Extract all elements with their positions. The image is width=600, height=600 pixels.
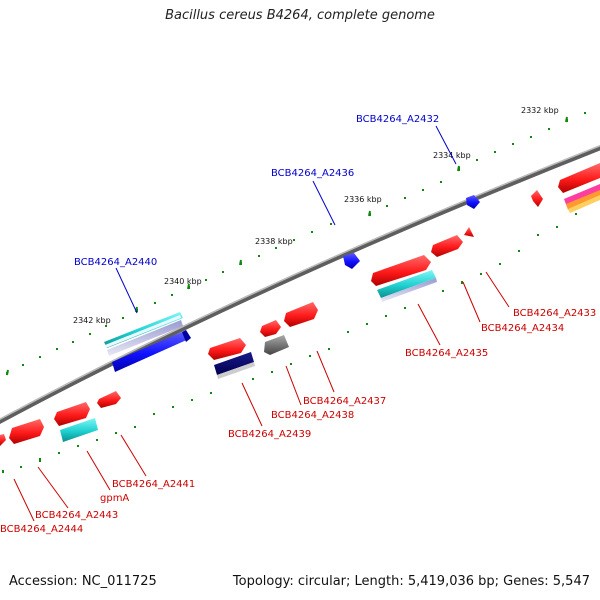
gene-feature-gpma[interactable] bbox=[54, 402, 90, 426]
tick-label: 2336 kbp bbox=[344, 195, 382, 204]
gene-label-reverse[interactable]: gpmA bbox=[100, 493, 129, 504]
gene-label-reverse[interactable]: BCB4264_A2438 bbox=[271, 410, 354, 421]
gene-feature-a2443[interactable] bbox=[9, 419, 44, 444]
gene-feature-a2441[interactable] bbox=[97, 391, 121, 408]
gene-feature-a2439[interactable] bbox=[208, 338, 246, 360]
tick-label: 2332 kbp bbox=[521, 106, 559, 115]
tick-labels: 2332 kbp 2334 kbp 2336 kbp 2338 kbp 2340… bbox=[73, 106, 559, 325]
gene-label-reverse[interactable]: BCB4264_A2441 bbox=[112, 479, 195, 490]
tick-ring-inner bbox=[2, 213, 577, 473]
leader-lines bbox=[13, 125, 510, 522]
gene-label-forward[interactable]: BCB4264_A2436 bbox=[271, 168, 354, 179]
tick-label: 2342 kbp bbox=[73, 316, 111, 325]
gene-feature-a2437[interactable] bbox=[284, 302, 318, 327]
genome-summary-text: Topology: circular; Length: 5,419,036 bp… bbox=[232, 574, 590, 589]
genome-backbone bbox=[0, 145, 600, 425]
gene-feature-a2438[interactable] bbox=[260, 320, 281, 337]
tick-label: 2340 kbp bbox=[164, 277, 202, 286]
accession-text: Accession: NC_011725 bbox=[9, 574, 157, 589]
gene-feature-a2432[interactable] bbox=[466, 195, 480, 209]
gene-feature-a2439-navy[interactable] bbox=[214, 352, 255, 379]
gene-label-forward[interactable]: BCB4264_A2440 bbox=[74, 257, 157, 268]
gene-label-reverse[interactable]: BCB4264_A2439 bbox=[228, 429, 311, 440]
gene-feature-gpma-cyan[interactable] bbox=[60, 418, 98, 442]
gene-feature-a2444[interactable] bbox=[0, 434, 6, 446]
gene-feature-a2434[interactable] bbox=[431, 235, 463, 257]
gene-feature-a2436[interactable] bbox=[343, 253, 360, 269]
map-title: Bacillus cereus B4264, complete genome bbox=[165, 8, 435, 23]
tick-label: 2338 kbp bbox=[255, 237, 293, 246]
gene-feature-right-edge[interactable] bbox=[558, 163, 600, 213]
major-ticks bbox=[6, 116, 568, 376]
gene-label-reverse[interactable]: BCB4264_A2444 bbox=[0, 524, 83, 535]
gene-labels: BCB4264_A2432 BCB4264_A2436 BCB4264_A244… bbox=[0, 114, 596, 535]
tick-ring-outer bbox=[6, 112, 586, 375]
forward-features[interactable] bbox=[104, 195, 480, 372]
gene-label-reverse[interactable]: BCB4264_A2435 bbox=[405, 348, 488, 359]
gene-label-reverse[interactable]: BCB4264_A2443 bbox=[35, 510, 118, 521]
gene-label-reverse[interactable]: BCB4264_A2437 bbox=[303, 396, 386, 407]
gene-feature-a2435[interactable] bbox=[371, 255, 437, 302]
gene-label-reverse[interactable]: BCB4264_A2433 bbox=[513, 308, 596, 319]
gene-feature-a2433[interactable] bbox=[464, 227, 474, 237]
gene-feature-a2438-gray[interactable] bbox=[264, 335, 289, 355]
reverse-features[interactable] bbox=[0, 163, 600, 446]
gene-label-reverse[interactable]: BCB4264_A2434 bbox=[481, 323, 564, 334]
gene-feature-right-small[interactable] bbox=[531, 190, 543, 207]
gene-feature-a2440[interactable] bbox=[104, 312, 191, 372]
gene-label-forward[interactable]: BCB4264_A2432 bbox=[356, 114, 439, 125]
